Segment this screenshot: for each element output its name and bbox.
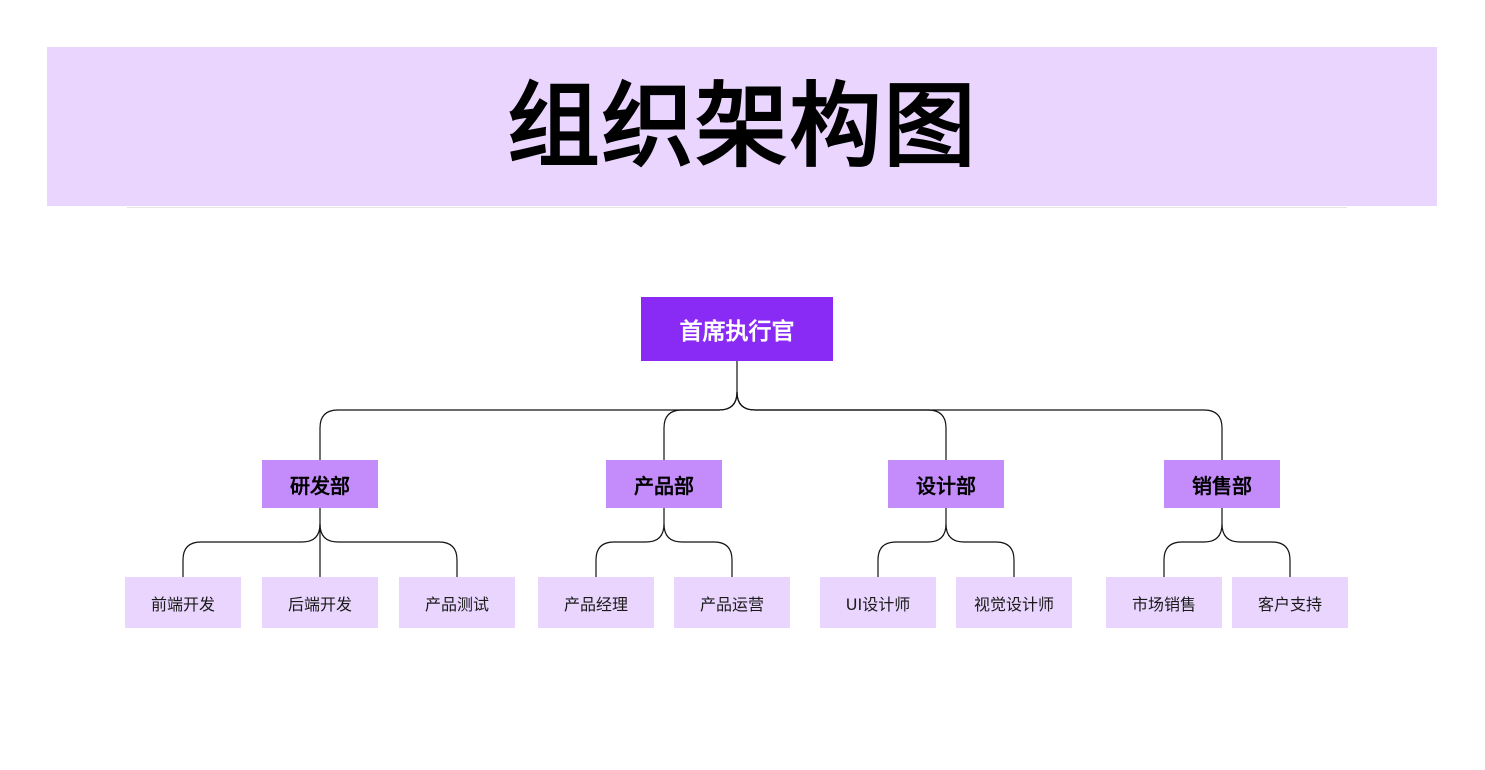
node-dept-design: 设计部: [888, 460, 1004, 508]
node-team-product-ops: 产品运营: [674, 577, 790, 628]
connector-design-to-visual: [945, 523, 1015, 577]
connector-root-to-design: [736, 391, 947, 460]
node-team-frontend: 前端开发: [125, 577, 241, 628]
node-team-qa: 产品测试: [399, 577, 515, 628]
node-ceo: 首席执行官: [641, 297, 833, 361]
node-team-visual-designer: 视觉设计师: [956, 577, 1072, 628]
connector-root-to-sales: [736, 391, 1223, 460]
connector-sales-to-marketing: [1163, 508, 1223, 577]
connector-rd-to-frontend: [182, 508, 321, 577]
node-team-marketing: 市场销售: [1106, 577, 1222, 628]
node-team-ui-designer: UI设计师: [820, 577, 936, 628]
connector-design-to-ui: [877, 508, 947, 577]
title-divider: [127, 207, 1347, 208]
title-banner: [47, 47, 1437, 206]
connector-product-to-pm: [595, 508, 665, 577]
connector-sales-to-support: [1221, 523, 1291, 577]
node-dept-sales: 销售部: [1164, 460, 1280, 508]
node-dept-product: 产品部: [606, 460, 722, 508]
node-team-product-manager: 产品经理: [538, 577, 654, 628]
page-title: 组织架构图: [507, 73, 978, 180]
connector-root-to-product: [663, 391, 738, 460]
node-team-backend: 后端开发: [262, 577, 378, 628]
node-team-support: 客户支持: [1232, 577, 1348, 628]
node-dept-rd: 研发部: [262, 460, 378, 508]
connector-rd-to-qa: [319, 523, 458, 577]
connector-product-to-ops: [663, 523, 733, 577]
